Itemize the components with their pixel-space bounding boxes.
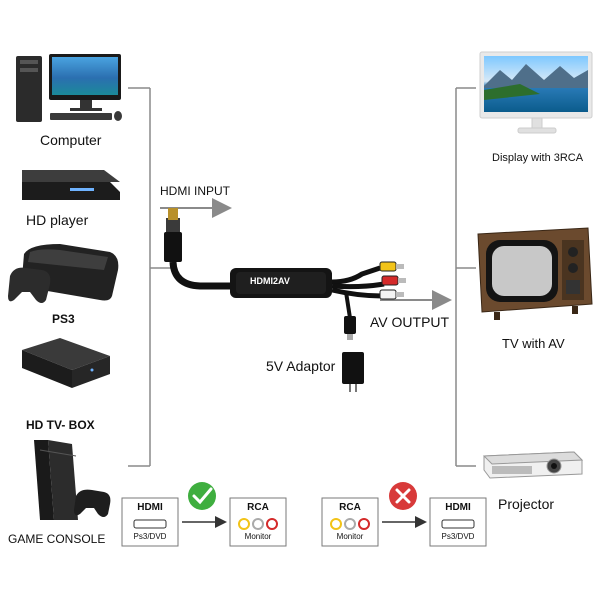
projector-icon (482, 451, 584, 479)
tv-box-icon (22, 338, 110, 388)
legend-right-to-sub: Ps3/DVD (441, 532, 475, 541)
power-adaptor (342, 352, 364, 392)
hdmi-to-av-cable (164, 208, 385, 340)
ps3-console-icon (8, 244, 119, 303)
rca-plugs (379, 261, 406, 300)
legend-right-to-title: HDMI (445, 502, 471, 513)
computer-icon (16, 54, 122, 122)
converter-box (230, 268, 332, 298)
legend-box-rca-left (229, 497, 287, 547)
legend-right-from-sub: Monitor (336, 532, 364, 541)
check-icon (188, 482, 216, 510)
monitor-icon (479, 51, 593, 134)
output-label-projector: Projector (498, 496, 555, 512)
game-console-icon (34, 440, 111, 520)
source-label-ps3: PS3 (52, 312, 75, 326)
output-label-tv: TV with AV (502, 336, 565, 351)
legend-left-from-title: HDMI (137, 502, 163, 513)
legend-right-from-title: RCA (339, 502, 361, 513)
av-output-label: AV OUTPUT (370, 314, 450, 330)
source-label-computer: Computer (40, 132, 102, 148)
legend-left-from-sub: Ps3/DVD (133, 532, 167, 541)
legend-left-to-sub: Monitor (244, 532, 272, 541)
source-label-game-console: GAME CONSOLE (8, 532, 106, 546)
output-bracket (455, 87, 476, 467)
hd-player-icon (22, 170, 120, 200)
retro-tv-icon (477, 227, 593, 320)
legend-box-hdmi-right (429, 497, 487, 547)
source-label-hd-player: HD player (26, 212, 89, 228)
legend-box-rca-right (321, 497, 379, 547)
hdmi-input-label: HDMI INPUT (160, 184, 230, 198)
cross-icon (389, 482, 417, 510)
legend-box-hdmi-left (121, 497, 179, 547)
output-label-display: Display with 3RCA (492, 152, 584, 164)
adaptor-label: 5V Adaptor (266, 358, 336, 374)
source-bracket (128, 87, 172, 467)
legend-left-to-title: RCA (247, 502, 269, 513)
converter-label: HDMI2AV (250, 276, 290, 286)
source-label-tv-box: HD TV- BOX (26, 418, 95, 432)
